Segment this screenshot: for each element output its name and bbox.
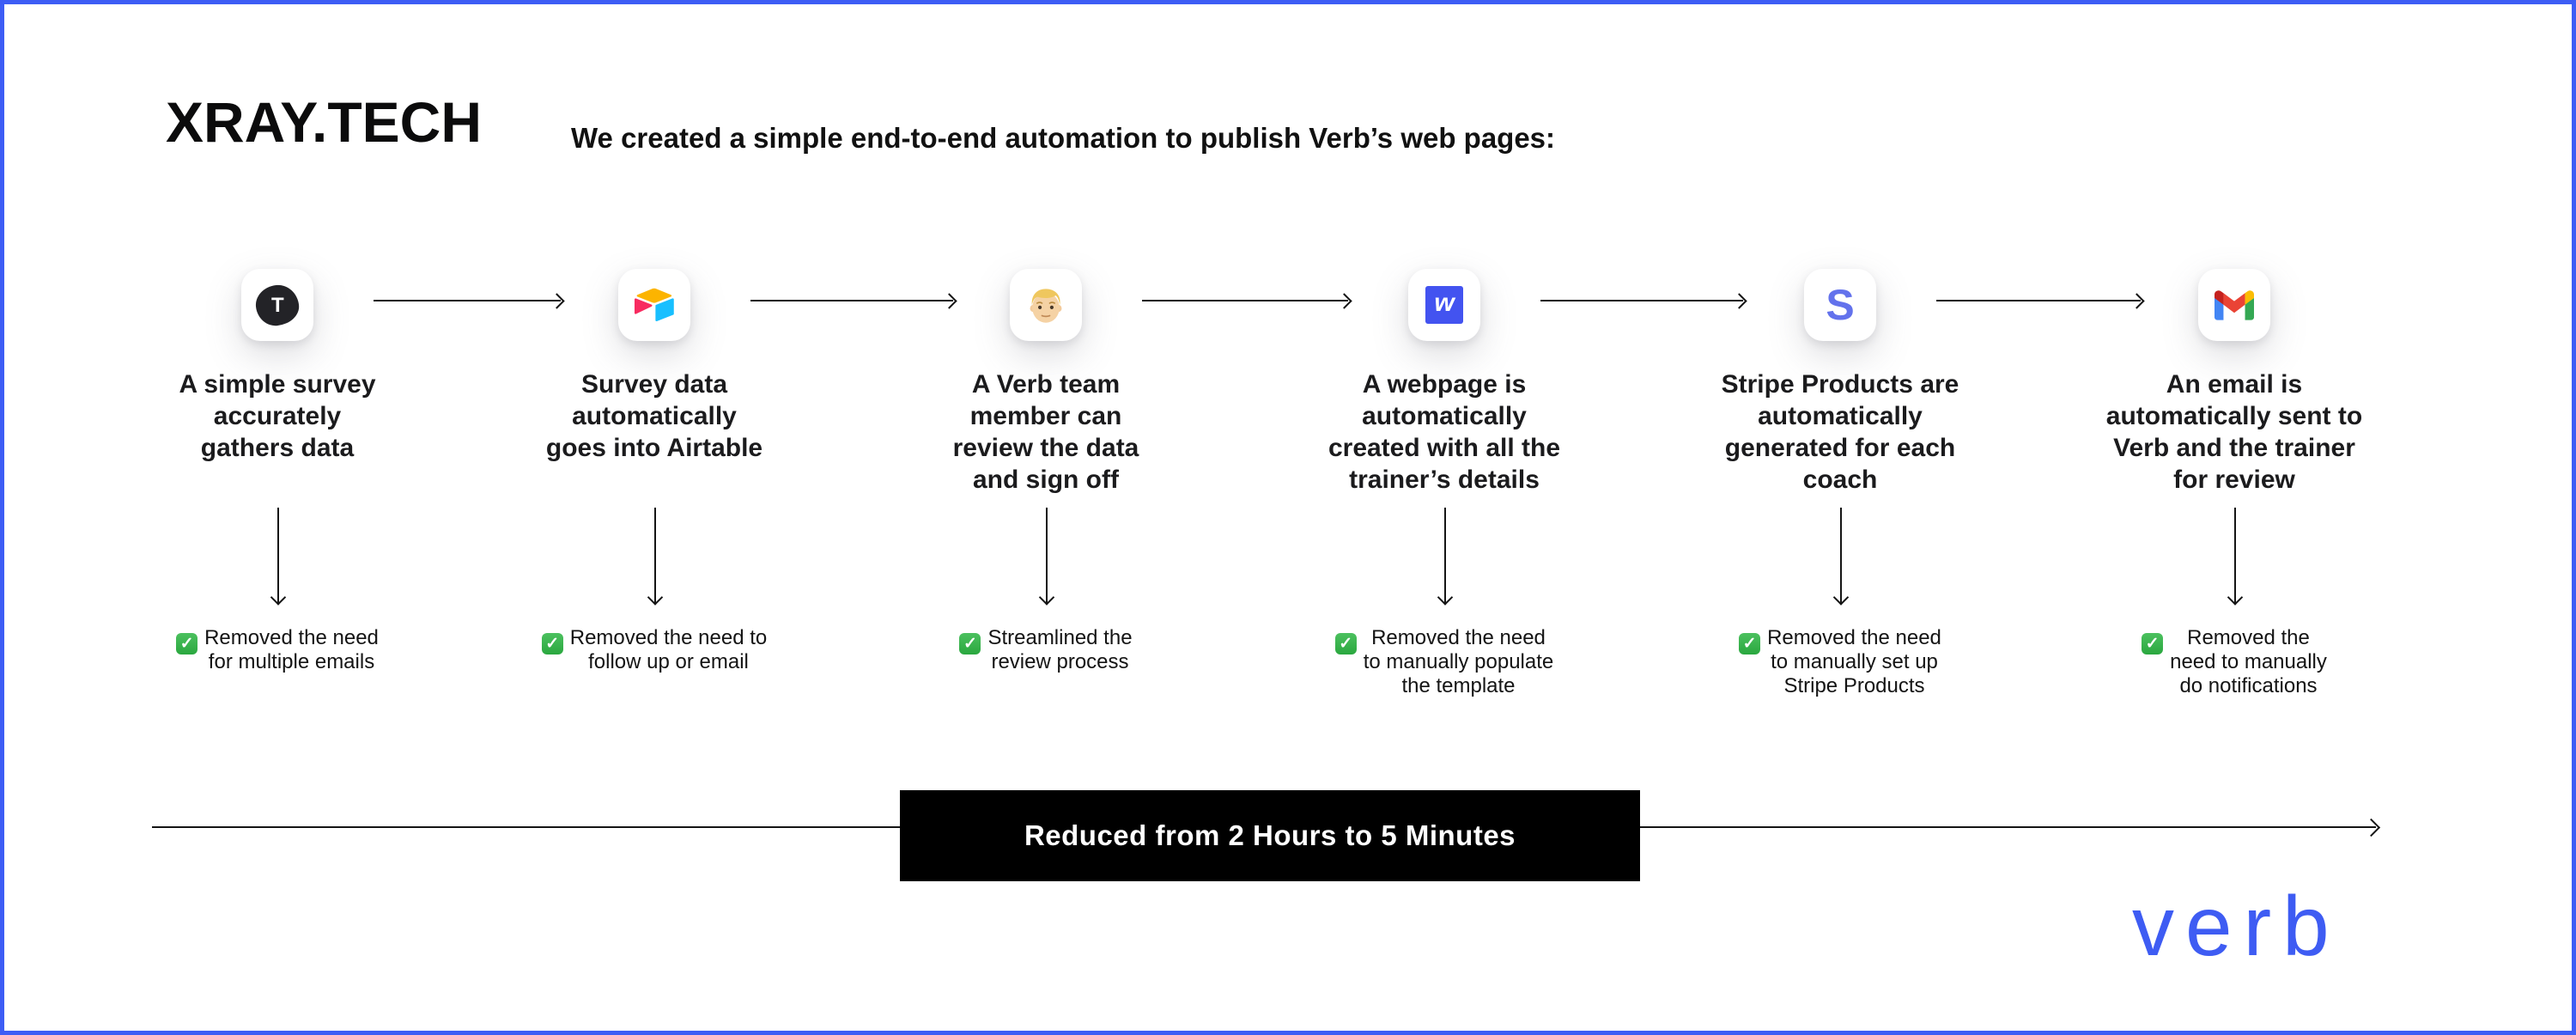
check-icon: ✓	[959, 633, 981, 654]
check-icon: ✓	[2142, 633, 2164, 654]
step-title: An email is automatically sent to Verb a…	[2105, 370, 2363, 494]
step-title: Stripe Products are automatically genera…	[1721, 370, 1959, 494]
workflow-step-5: S Stripe Products are automatically gene…	[1651, 4, 2029, 1031]
step-benefit: ✓ Removed the need to manually populate t…	[1255, 626, 1633, 698]
benefit-text: Removed the need to manually populate th…	[1363, 626, 1554, 697]
time-saved-banner: Reduced from 2 Hours to 5 Minutes	[900, 790, 1640, 881]
stripe-icon: S	[1804, 269, 1876, 341]
flow-arrow-3	[1142, 300, 1348, 301]
flow-arrow-5	[1936, 300, 2141, 301]
airtable-logo	[634, 288, 674, 322]
benefit-text: Streamlined the review process	[987, 626, 1133, 673]
check-icon: ✓	[1334, 633, 1357, 654]
step-title: Survey data automatically goes into Airt…	[545, 370, 763, 462]
webflow-icon: w	[1408, 269, 1480, 341]
flow-arrow-2	[750, 300, 953, 301]
workflow-step-1: T A simple survey accurately gathers dat…	[88, 4, 466, 1031]
typeform-blob: T	[253, 283, 301, 327]
workflow-step-3: A Verb team member can review the data a…	[857, 4, 1235, 1031]
typeform-icon: T	[241, 269, 313, 341]
step-benefit: ✓ Removed the need for multiple emails	[88, 626, 466, 674]
check-icon: ✓	[176, 633, 198, 654]
workflow-step-6: An email is automatically sent to Verb a…	[2045, 4, 2423, 1031]
down-arrow	[1840, 508, 1842, 604]
down-arrow	[277, 508, 279, 604]
headline: We created a simple end-to-end automatio…	[571, 122, 1556, 154]
down-arrow	[1444, 508, 1446, 604]
step-title: A simple survey accurately gathers data	[179, 370, 376, 462]
benefit-text: Removed the need to follow up or email	[569, 626, 768, 673]
workflow-step-4: w A webpage is automatically created wit…	[1255, 4, 1633, 1031]
stripe-letter: S	[1826, 281, 1855, 329]
step-title: A webpage is automatically created with …	[1327, 370, 1561, 494]
step-benefit: ✓ Streamlined the review process	[857, 626, 1235, 674]
banner-text: Reduced from 2 Hours to 5 Minutes	[1024, 819, 1516, 851]
benefit-text: Removed the need for multiple emails	[204, 626, 379, 673]
webflow-square: w	[1425, 286, 1463, 324]
down-arrow	[654, 508, 656, 604]
step-benefit: ✓ Removed the need to follow up or email	[465, 626, 843, 674]
step-benefit: ✓ Removed the need to manually do notific…	[2045, 626, 2423, 698]
down-arrow	[2234, 508, 2236, 604]
person-emoji	[1030, 289, 1062, 323]
xray-tech-logo: XRAY.TECH	[166, 90, 482, 154]
verb-logo: verb	[2132, 879, 2341, 973]
down-arrow	[1046, 508, 1048, 604]
airtable-icon	[618, 269, 690, 341]
flow-arrow-1	[374, 300, 561, 301]
typeform-letter: T	[270, 293, 284, 317]
gmail-logo	[2215, 289, 2254, 320]
step-title: A Verb team member can review the data a…	[952, 370, 1139, 494]
gmail-icon	[2198, 269, 2270, 341]
workflow-step-2: Survey data automatically goes into Airt…	[465, 4, 843, 1031]
flow-arrow-4	[1540, 300, 1743, 301]
benefit-text: Removed the need to manually set up Stri…	[1767, 626, 1941, 697]
webflow-letter: w	[1434, 289, 1455, 317]
step-benefit: ✓ Removed the need to manually set up Str…	[1651, 626, 2029, 698]
benefit-text: Removed the need to manually do notifica…	[2170, 626, 2327, 697]
check-icon: ✓	[541, 633, 563, 654]
check-icon: ✓	[1739, 633, 1761, 654]
person-icon	[1010, 269, 1082, 341]
